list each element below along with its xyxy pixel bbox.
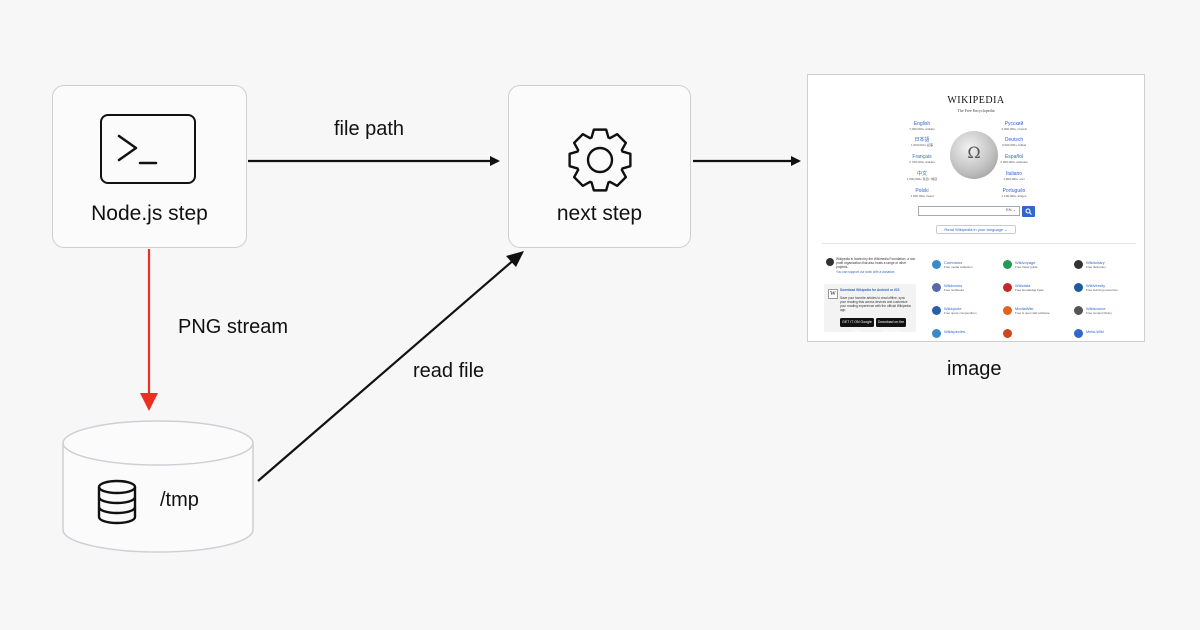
read-language-button[interactable]: Read Wikipedia in your language ⌄ <box>936 225 1016 234</box>
divider <box>822 243 1136 244</box>
wikipedia-wordmark: WIKIPEDIA <box>947 95 1005 106</box>
wikimedia-logo-icon <box>826 258 834 266</box>
project-logo-icon <box>1003 283 1012 292</box>
wikipedia-tagline: The Free Encyclopedia <box>957 108 995 113</box>
project-description: Free knowledge base <box>1015 288 1044 292</box>
language-count: 2.000.000+ artículos <box>1000 160 1028 164</box>
language-name: Português <box>1002 188 1026 194</box>
language-name: 中文 <box>916 171 927 177</box>
language-count: 1,500,000+ 条目 / 條目 <box>906 177 938 181</box>
project-logo-icon <box>1003 260 1012 269</box>
language-name: Русский <box>1004 121 1024 127</box>
foundation-text: Wikipedia is hosted by the Wikimedia Fou… <box>836 257 917 269</box>
database-icon <box>97 479 137 525</box>
project-logo-icon <box>932 283 941 292</box>
project-logo-icon <box>1074 283 1083 292</box>
language-name: Deutsch <box>1004 137 1024 143</box>
project-logo-icon <box>932 306 941 315</box>
donate-link[interactable]: You can support our work with a donation… <box>836 270 896 274</box>
language-count: 1.900.000+ voci <box>1003 177 1025 181</box>
project-name: Wikisource <box>1086 306 1106 311</box>
project-name: Wikiversity <box>1086 283 1106 288</box>
project-name: Wiktionary <box>1086 260 1105 265</box>
app-download-title[interactable]: Download Wikipedia for Android or iOS <box>840 288 900 292</box>
project-name: Wikispecies <box>944 329 966 334</box>
project-logo-icon <box>1074 306 1083 315</box>
app-store-badge[interactable]: Download on the App Store <box>876 318 906 333</box>
project-name: Wikidata <box>1015 283 1031 288</box>
read-file-arrowhead <box>506 251 524 267</box>
language-count: 1 600 000+ haseł <box>910 194 934 198</box>
image-caption: image <box>947 358 1002 380</box>
language-count: 1,500,000+ 記事 <box>911 143 933 147</box>
png-stream-label: PNG stream <box>178 316 289 338</box>
project-description: Free travel guide <box>1015 265 1038 269</box>
project-logo-icon <box>1003 306 1012 315</box>
file-path-label: file path <box>334 118 405 140</box>
language-count: 2 700 000+ articles <box>909 160 935 164</box>
language-count: 3.000.000+ Artikel <box>1001 143 1027 147</box>
edge-read-file-arrow <box>257 257 517 482</box>
language-name: Polski <box>915 188 929 194</box>
project-name: MediaWiki <box>1015 306 1034 311</box>
project-name: Wikivoyage <box>1015 260 1036 265</box>
next-step-label: next step <box>556 202 643 225</box>
next-step-node[interactable]: next step <box>508 85 691 248</box>
project-logo-icon <box>1003 329 1012 338</box>
language-count: 7,000,000+ articles <box>909 127 935 131</box>
language-name: English <box>913 121 931 127</box>
language-count: 2 000 000+ статей <box>1001 127 1027 131</box>
project-logo-icon <box>932 329 941 338</box>
project-name: Wikibooks <box>944 283 963 288</box>
png-arrowhead <box>140 393 158 411</box>
gear-icon <box>568 128 632 192</box>
project-name: Commons <box>944 260 963 265</box>
project-logo-icon <box>1074 329 1083 338</box>
nodejs-step-node[interactable]: Node.js step <box>52 85 247 248</box>
project-name: Wikiquote <box>944 306 962 311</box>
search-language: EN ⌄ <box>1005 207 1016 212</box>
language-name: Español <box>1004 154 1024 160</box>
wikipedia-globe-icon: Ω <box>950 131 998 179</box>
search-button[interactable] <box>1022 206 1035 217</box>
project-description: Free learning resources <box>1086 288 1118 292</box>
read-file-label: read file <box>413 360 485 382</box>
project-description: Free dictionary <box>1086 265 1106 269</box>
language-name: Italiano <box>1005 171 1023 177</box>
project-logo-icon <box>1074 260 1083 269</box>
project-description: Free quote compendium <box>944 311 977 315</box>
terminal-icon <box>100 114 196 184</box>
nodejs-step-label: Node.js step <box>91 202 208 225</box>
project-description: Free textbooks <box>944 288 964 292</box>
search-icon <box>1025 208 1032 215</box>
language-name: 日本語 <box>914 137 930 143</box>
language-count: 1.100.000+ artigos <box>1001 194 1027 198</box>
project-description: Free media collection <box>944 265 973 269</box>
project-description: Free & open wiki software <box>1015 311 1050 315</box>
tmp-label: /tmp <box>160 489 199 511</box>
project-description: Free content library <box>1086 311 1112 315</box>
wikipedia-w-icon: W <box>828 289 838 299</box>
tmp-cylinder[interactable] <box>62 420 254 553</box>
search-input[interactable]: EN ⌄ <box>918 206 1020 216</box>
google-play-badge[interactable]: GET IT ON Google Play <box>840 318 874 333</box>
project-logo-icon <box>932 260 941 269</box>
project-name: Meta-Wiki <box>1086 329 1104 334</box>
language-name: Français <box>912 154 932 160</box>
app-download-text: Save your favorite articles to read offl… <box>840 296 911 312</box>
